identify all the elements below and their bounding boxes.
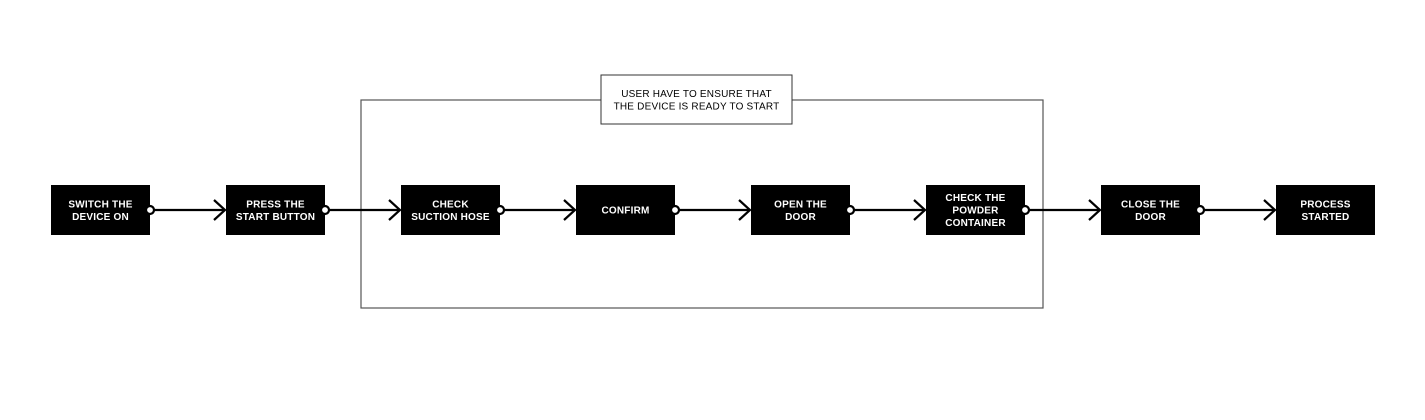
step-box: PROCESS STARTED — [1276, 185, 1375, 235]
step-label-line: CHECK THE — [945, 193, 1005, 204]
connector-dot — [144, 204, 156, 216]
connector-dot — [1019, 204, 1031, 216]
arrowhead — [388, 199, 402, 221]
step-box: CONFIRM — [576, 185, 675, 235]
flow-arrow — [675, 199, 752, 221]
step-label-line: CHECK — [432, 199, 469, 210]
step-box-rect — [576, 185, 675, 235]
flow-steps: SWITCH THE DEVICE ON PRESS THE START BUTTON… — [51, 185, 1375, 235]
step-label-line: DEVICE ON — [72, 212, 129, 223]
step-label-line: START BUTTON — [236, 212, 315, 223]
step-box: CHECK SUCTION HOSE — [401, 185, 500, 235]
step-label-line: DOOR — [785, 212, 816, 223]
step-box-rect — [926, 185, 1025, 235]
step-box-rect — [226, 185, 325, 235]
arrowhead — [913, 199, 927, 221]
group-label-line: USER HAVE TO ENSURE THAT — [621, 89, 772, 100]
group-label-line: THE DEVICE IS READY TO START — [614, 101, 780, 112]
flow-arrow — [1025, 199, 1102, 221]
step-label-line: SWITCH THE — [68, 199, 132, 210]
group-label-box — [600, 74, 793, 125]
step-box: CLOSE THE DOOR — [1101, 185, 1200, 235]
step-label-line: PRESS THE — [246, 199, 305, 210]
connector-dot — [319, 204, 331, 216]
arrowhead — [738, 199, 752, 221]
flow-arrow — [500, 199, 577, 221]
step-label-line: POWDER — [952, 206, 999, 217]
step-box-rect — [401, 185, 500, 235]
step-box: SWITCH THE DEVICE ON — [51, 185, 150, 235]
step-label-line: SUCTION HOSE — [411, 212, 490, 223]
step-box-rect — [751, 185, 850, 235]
arrowhead — [213, 199, 227, 221]
step-box-rect — [1101, 185, 1200, 235]
step-label-line: CONFIRM — [601, 206, 649, 217]
step-label-line: DOOR — [1135, 212, 1166, 223]
flow-arrows — [150, 199, 1277, 221]
step-label-line: CONTAINER — [945, 218, 1006, 229]
connector-dot — [669, 204, 681, 216]
step-label-line: PROCESS — [1300, 199, 1350, 210]
arrowhead — [563, 199, 577, 221]
step-box-rect — [1276, 185, 1375, 235]
connector-dot — [844, 204, 856, 216]
step-label-line: OPEN THE — [774, 199, 827, 210]
connector-dot — [1194, 204, 1206, 216]
arrowhead — [1263, 199, 1277, 221]
step-label-line: STARTED — [1302, 212, 1350, 223]
step-label-line: CLOSE THE — [1121, 199, 1180, 210]
step-box: PRESS THE START BUTTON — [226, 185, 325, 235]
flow-arrow — [1200, 199, 1277, 221]
flow-arrow — [850, 199, 927, 221]
flow-arrow — [325, 199, 402, 221]
step-box-rect — [51, 185, 150, 235]
arrowhead — [1088, 199, 1102, 221]
flow-arrow — [150, 199, 227, 221]
connector-dots — [144, 204, 1206, 216]
step-box: OPEN THE DOOR — [751, 185, 850, 235]
connector-dot — [494, 204, 506, 216]
